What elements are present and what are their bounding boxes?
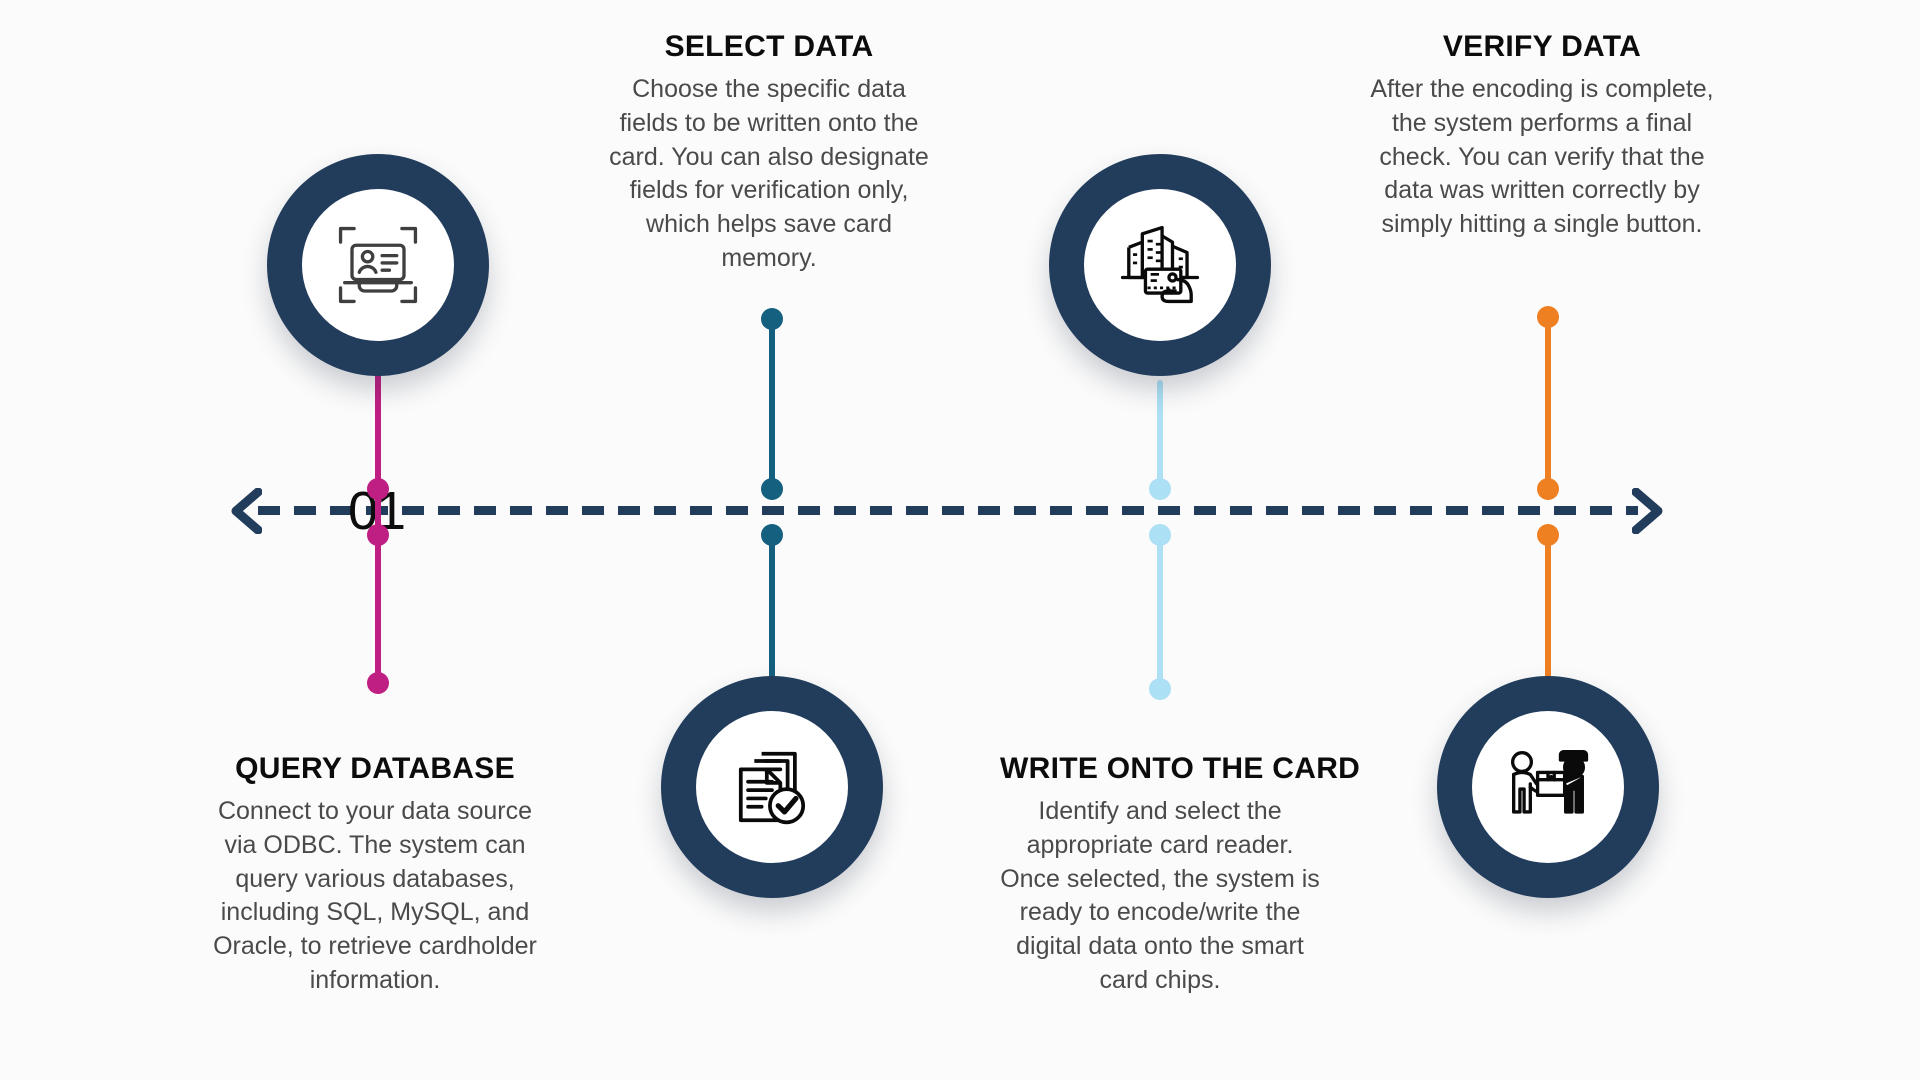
step-title-write-card: WRITE ONTO THE CARD xyxy=(1000,752,1361,785)
step-circle-query-database[interactable] xyxy=(267,154,489,376)
step-circle-verify-data[interactable] xyxy=(1437,676,1659,898)
step-circle-select-data[interactable] xyxy=(661,676,883,898)
connector-dot-select-data-top xyxy=(761,308,783,330)
step-circle-inner-verify-data xyxy=(1472,711,1624,863)
step-text-verify-data: VERIFY DATA After the encoding is comple… xyxy=(1356,30,1728,242)
process-timeline-axis xyxy=(258,506,1638,515)
step-circle-inner-select-data xyxy=(696,711,848,863)
step-text-write-card: WRITE ONTO THE CARD Identify and select … xyxy=(1000,752,1361,998)
step-circle-inner-write-card xyxy=(1084,189,1236,341)
connector-stem-verify-data xyxy=(1545,316,1551,500)
connector-stem-select-data xyxy=(769,318,775,500)
connector-stem-verify-data-lower xyxy=(1545,532,1551,702)
connector-dot-verify-data-mid xyxy=(1537,478,1559,500)
connector-stem-select-data-lower xyxy=(769,532,775,702)
step-body-query-database: Connect to your data source via ODBC. Th… xyxy=(213,797,537,994)
step-title-select-data: SELECT DATA xyxy=(664,30,874,63)
connector-dot-verify-data-bottom xyxy=(1537,524,1559,546)
connector-dot-query-database-top xyxy=(367,478,389,500)
connector-dot-verify-data-top xyxy=(1537,306,1559,328)
documents-check-icon xyxy=(738,751,806,825)
connector-dot-write-card-top xyxy=(1149,478,1171,500)
step-text-query-database: QUERY DATABASE Connect to your data sour… xyxy=(205,752,545,998)
step-circle-write-card[interactable] xyxy=(1049,154,1271,376)
connector-dot-write-card-mid xyxy=(1149,524,1171,546)
arrow-left-icon xyxy=(231,488,262,534)
id-card-scan-icon xyxy=(338,226,418,304)
connector-stem-write-card xyxy=(1157,380,1163,500)
connector-dot-write-card-bottom xyxy=(1149,678,1171,700)
arrow-right-icon xyxy=(1632,488,1663,534)
step-circle-inner-query-database xyxy=(302,189,454,341)
connector-dot-select-data-bottom xyxy=(761,524,783,546)
connector-dot-query-database-mid xyxy=(367,524,389,546)
package-handoff-icon xyxy=(1510,749,1589,814)
step-title-verify-data: VERIFY DATA xyxy=(1442,30,1642,63)
connector-stem-write-card-lower xyxy=(1157,532,1163,692)
connector-dot-query-database-bottom xyxy=(367,672,389,694)
step-body-write-card: Identify and select the appropriate card… xyxy=(1000,797,1320,994)
step-text-select-data: SELECT DATA Choose the specific data fie… xyxy=(608,30,930,276)
building-card-reader-icon xyxy=(1120,225,1200,304)
step-body-select-data: Choose the specific data fields to be wr… xyxy=(609,75,929,272)
step-title-query-database: QUERY DATABASE xyxy=(235,752,515,785)
step-body-verify-data: After the encoding is complete, the syst… xyxy=(1370,75,1714,238)
connector-dot-select-data-mid xyxy=(761,478,783,500)
